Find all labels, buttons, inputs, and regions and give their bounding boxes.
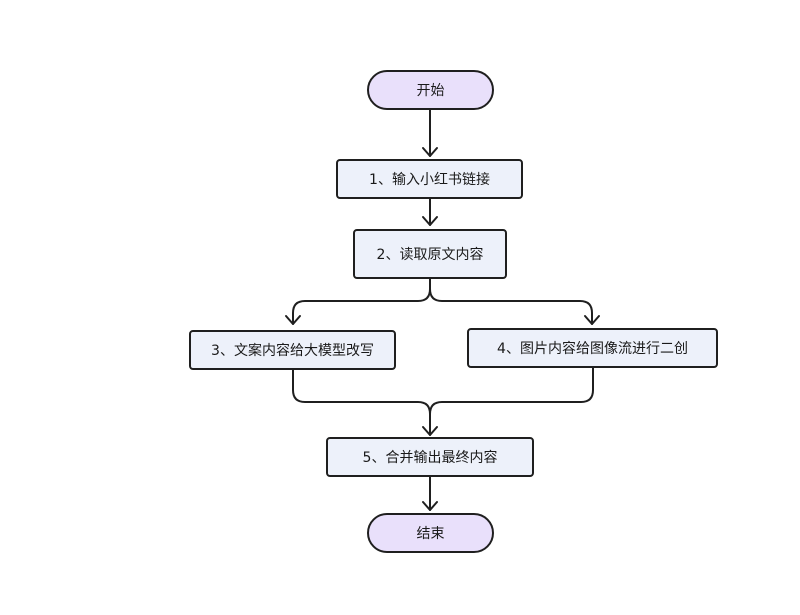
step4-label: 4、图片内容给图像流进行二创 — [497, 341, 688, 357]
step3-label: 3、文案内容给大模型改写 — [211, 343, 374, 359]
arrow-merge-to-step5 — [292, 366, 594, 436]
arrow-step1-to-step2 — [422, 198, 438, 226]
step1-label: 1、输入小红书链接 — [369, 172, 490, 188]
end-node[interactable]: 结束 — [367, 513, 494, 553]
start-node[interactable]: 开始 — [367, 70, 494, 110]
arrow-step2-split — [285, 278, 600, 325]
step3-node[interactable]: 3、文案内容给大模型改写 — [189, 330, 396, 370]
step2-node[interactable]: 2、读取原文内容 — [353, 229, 507, 279]
arrow-step5-to-end — [422, 476, 438, 511]
step5-label: 5、合并输出最终内容 — [362, 450, 498, 466]
step1-node[interactable]: 1、输入小红书链接 — [336, 159, 523, 199]
step5-node[interactable]: 5、合并输出最终内容 — [326, 437, 534, 477]
step4-node[interactable]: 4、图片内容给图像流进行二创 — [467, 328, 718, 368]
arrow-start-to-step1 — [422, 108, 438, 157]
start-label: 开始 — [416, 83, 445, 99]
step2-label: 2、读取原文内容 — [376, 247, 484, 263]
end-label: 结束 — [416, 526, 445, 542]
